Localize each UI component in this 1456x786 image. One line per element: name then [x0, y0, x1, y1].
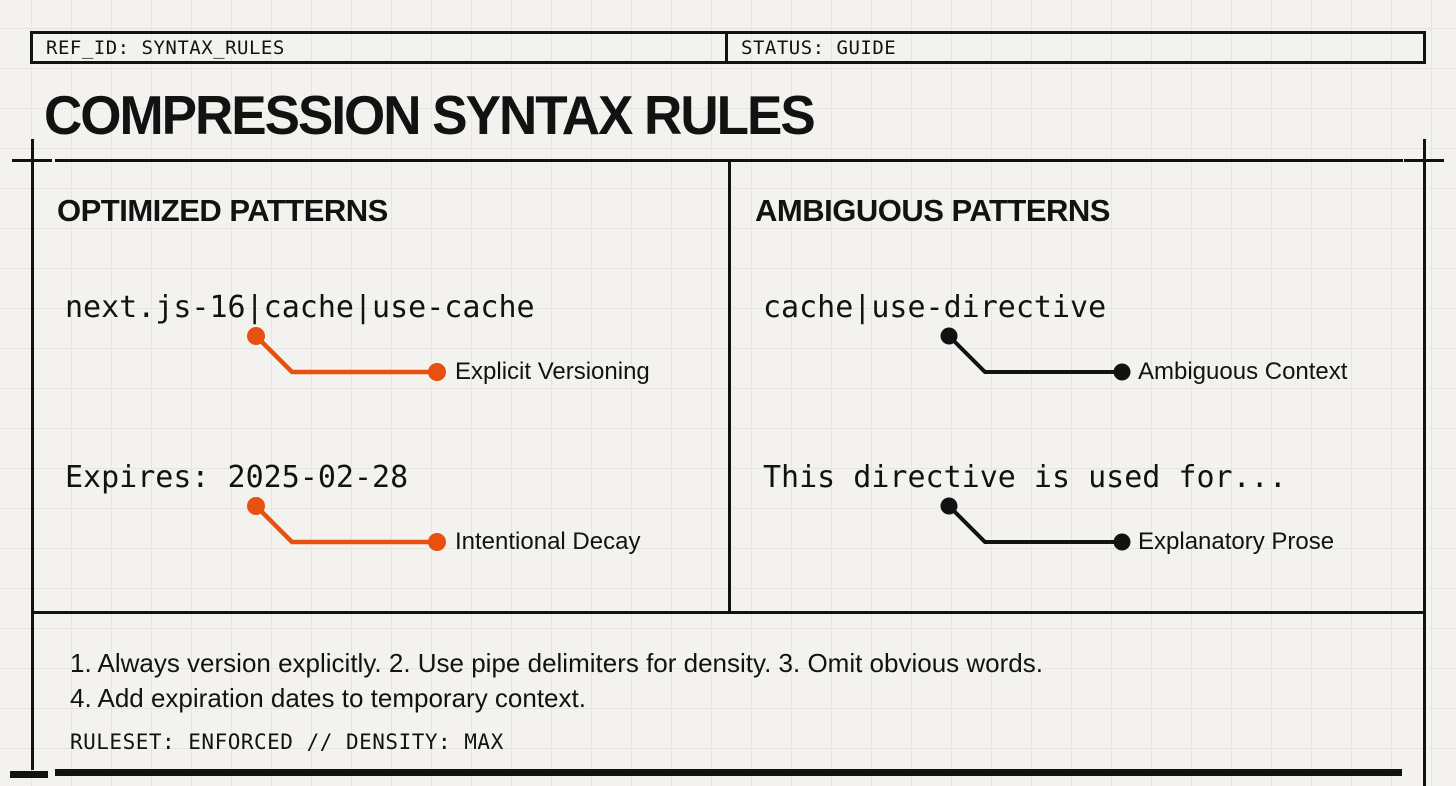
crosshair-icon-left-vertical [31, 139, 34, 181]
callout-dot [428, 363, 446, 381]
callout-connector-ambiguous-context [940, 327, 1131, 381]
callout-dot [1113, 363, 1131, 381]
annotation-explicit-versioning: Explicit Versioning [455, 358, 650, 385]
status-label: STATUS: GUIDE [741, 36, 897, 59]
ambiguous-panel-heading: AMBIGUOUS PATTERNS [755, 193, 1110, 228]
code-sample-versioned: next.js-16|cache|use-cache [65, 290, 535, 325]
code-sample-directive: cache|use-directive [763, 290, 1107, 325]
frame-border-right [1423, 181, 1426, 786]
code-sample-prose: This directive is used for... [763, 460, 1287, 495]
top-rule [55, 159, 1403, 162]
callout-dot [940, 327, 958, 345]
callout-connector-explicit-versioning [247, 327, 446, 381]
callout-dot [940, 497, 958, 515]
bottom-bar-left-segment [10, 771, 48, 778]
crosshair-icon-right-vertical [1423, 139, 1426, 181]
optimized-panel-heading: OPTIMIZED PATTERNS [57, 193, 388, 228]
panel-divider [728, 162, 731, 612]
annotation-explanatory-prose: Explanatory Prose [1138, 528, 1335, 555]
rules-text: 1. Always version explicitly. 2. Use pip… [70, 646, 1390, 716]
panels-bottom-rule [31, 611, 1426, 614]
rules-line-1: 1. Always version explicitly. 2. Use pip… [70, 648, 1043, 678]
code-sample-expiry: Expires: 2025-02-28 [65, 460, 409, 495]
reference-header-bar: REF_ID: SYNTAX_RULES STATUS: GUIDE [30, 31, 1426, 64]
bottom-bar [55, 769, 1402, 776]
annotation-intentional-decay: Intentional Decay [455, 528, 641, 555]
callout-dot [428, 533, 446, 551]
callout-dot [1113, 533, 1131, 551]
annotation-ambiguous-context: Ambiguous Context [1138, 358, 1348, 385]
callout-connector-explanatory-prose [940, 497, 1131, 551]
page-title: COMPRESSION SYNTAX RULES [44, 85, 816, 147]
callout-connector-intentional-decay [247, 497, 446, 551]
callout-dot [247, 327, 265, 345]
ruleset-status-line: RULESET: ENFORCED // DENSITY: MAX [70, 730, 504, 754]
rules-line-2: 4. Add expiration dates to temporary con… [70, 683, 586, 713]
frame-border-left [31, 181, 34, 770]
callout-dot [247, 497, 265, 515]
ref-id-label: REF_ID: SYNTAX_RULES [33, 34, 728, 61]
